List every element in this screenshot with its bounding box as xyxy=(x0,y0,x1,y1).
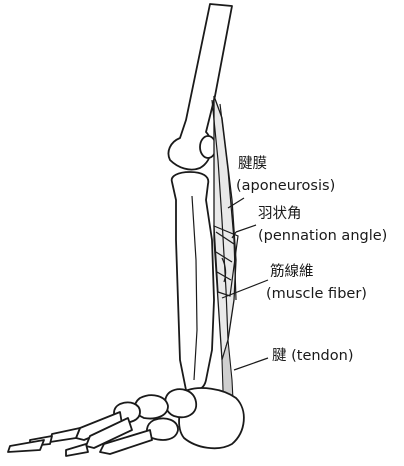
foot-skeleton xyxy=(8,388,244,456)
leader-tendon xyxy=(234,358,268,370)
phalanx-3 xyxy=(66,444,88,456)
label-tendon: 腱 (tendon) xyxy=(272,347,354,364)
talus xyxy=(165,389,196,417)
label-fiber-en: (muscle fiber) xyxy=(266,286,367,302)
phalanx-tip xyxy=(8,440,44,452)
tibia xyxy=(172,172,214,391)
leader-pennation xyxy=(236,225,256,232)
label-pennation-en: (pennation angle) xyxy=(258,228,387,244)
label-pennation-ja: 羽状角 xyxy=(258,205,302,222)
label-fiber-ja: 筋線維 xyxy=(270,263,314,280)
phalanx-1 xyxy=(50,428,80,442)
label-aponeurosis-en: (aponeurosis) xyxy=(236,178,335,194)
label-aponeurosis-ja: 腱膜 xyxy=(238,155,267,172)
